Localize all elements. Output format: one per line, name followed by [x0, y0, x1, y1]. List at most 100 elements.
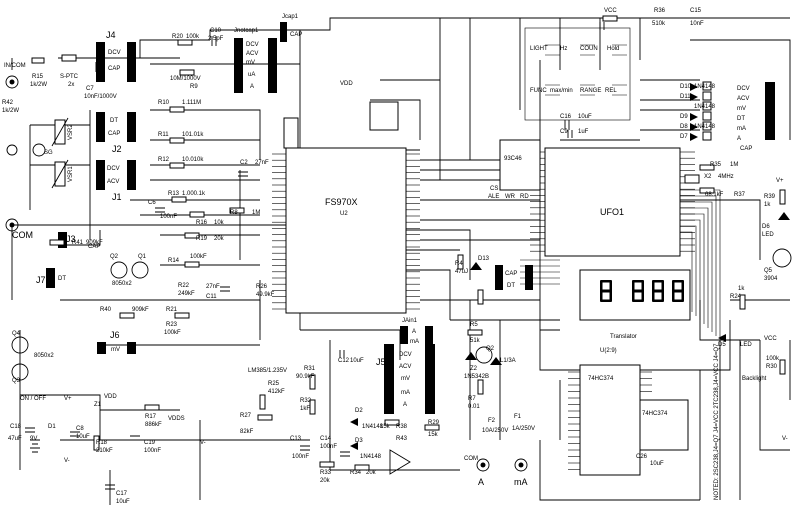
q5-value: 3904	[764, 276, 778, 282]
j6-opt: mV	[111, 347, 120, 353]
key-maxmin: max/min	[550, 88, 573, 94]
x2-value: 4MHz	[718, 174, 734, 180]
on-off-label: ON / OFF	[20, 396, 46, 402]
q2-label: Q2	[110, 254, 119, 260]
r9-value: 10M/1000V	[170, 76, 201, 82]
vplus-label: V+	[64, 396, 72, 402]
c8-label: C8	[76, 426, 84, 432]
r33-label: R33	[320, 470, 332, 476]
c15-value: 10nF	[690, 21, 704, 27]
jnot-opt2: ACV	[246, 51, 258, 57]
switch-j2: DT CAP J2	[96, 112, 136, 154]
r24-value: 1k	[738, 286, 745, 292]
c7-value: 10nF/1000V	[84, 94, 117, 100]
r14-label: R14	[168, 258, 180, 264]
ptc-label: S-PTC	[60, 74, 79, 80]
vsr2-label: VSR2	[68, 124, 74, 140]
c16-value: 10uF	[578, 114, 592, 120]
r25-value: 412kF	[268, 389, 285, 395]
d6-label: D6	[762, 224, 770, 230]
jnot-opt3: mV	[246, 60, 255, 66]
c10-label: C10	[210, 28, 222, 34]
u1-ufo1: UFO1	[544, 147, 681, 257]
c11-value: 27nF	[206, 284, 220, 290]
j5-opt2: ACV	[399, 364, 411, 370]
vminus-label-2: V-	[200, 440, 206, 446]
jcap-label: Jcap1	[282, 14, 299, 20]
a-terminal-label: A	[478, 477, 484, 487]
r40-value: 909kF	[132, 307, 149, 313]
r42-value: 1k/2W	[2, 108, 19, 114]
varistors	[51, 117, 69, 189]
f1-label: F1	[514, 414, 522, 420]
c13-value: 100nF	[292, 454, 309, 460]
opamp	[389, 449, 411, 475]
r35-label: R35	[710, 162, 722, 168]
r22-value: 249kF	[178, 291, 195, 297]
sel-opt3: mV	[737, 106, 746, 112]
r21-label: R21	[166, 307, 178, 313]
c26-value: 10uF	[650, 461, 664, 467]
r15-label: R15	[32, 74, 44, 80]
z2-label: Z2	[470, 366, 478, 372]
r10-label: R10	[158, 100, 170, 106]
key-func: FUNC	[530, 88, 547, 94]
j7-opt: DT	[58, 276, 66, 282]
jnot-opt5: A	[250, 84, 254, 90]
latch-pins	[568, 371, 652, 470]
battery	[30, 439, 40, 453]
wr-label: WR	[505, 194, 516, 200]
q12-value: 8050x2	[112, 281, 132, 287]
vplus-right: V+	[776, 178, 784, 184]
vminus-label: V-	[64, 458, 70, 464]
c19-label: C19	[144, 440, 156, 446]
terminals	[5, 75, 528, 472]
r18-value: 210kF	[96, 448, 113, 454]
keypad: LIGHT Hz COUN Hold FUNC max/min RANGE RE…	[524, 27, 631, 121]
q2b-label: Q2	[486, 346, 495, 352]
j3-opt: CAP	[88, 244, 100, 250]
r24-label: R24	[730, 294, 742, 300]
r7-value: 0.01	[468, 404, 480, 410]
r30-label: R30	[766, 364, 778, 370]
c16-label: C16	[560, 114, 572, 120]
r16-label: R16	[196, 220, 208, 226]
r39-label: R39	[764, 194, 776, 200]
c8-value: 10uF	[76, 434, 90, 440]
u2-name: FS970X	[325, 197, 358, 207]
r38-value: 15k	[380, 424, 391, 430]
f2-value: 10A/250V	[482, 428, 508, 434]
jnot-opt4: uA	[248, 72, 255, 78]
f1-value: 1A/250V	[512, 426, 535, 432]
r17-value: 886kF	[145, 422, 162, 428]
latch-ic2-label: 74HC374	[642, 411, 668, 417]
r22-label: R22	[178, 283, 190, 289]
j7-label: J7	[36, 275, 46, 285]
sel-opt7: CAP	[740, 146, 752, 152]
vsr1-label: VSR1	[68, 166, 74, 182]
ma-terminal-label: mA	[514, 477, 528, 487]
jain-label: JAin1	[402, 318, 418, 324]
d1-label: D1	[48, 424, 56, 430]
r32-value: 1kF	[300, 406, 310, 412]
r26-value: 49.9kF	[256, 292, 275, 298]
j5-opt5: A	[403, 402, 407, 408]
r11-label: R11	[158, 132, 169, 138]
j2-opt2: CAP	[108, 131, 120, 137]
q1-label: Q1	[138, 254, 147, 260]
jnotcap-label: Jnotcap1	[234, 28, 259, 34]
r10-value: 1.111M	[182, 100, 201, 106]
r43-label: R43	[396, 436, 408, 442]
vcc-top-label: VCC	[604, 8, 617, 14]
d11-label: D11	[680, 94, 691, 100]
r13-value: 1.000.1k	[182, 191, 206, 197]
capacitors	[25, 22, 605, 490]
battery-label: 9V	[30, 436, 37, 442]
note-label: NOTED: 2SC238,J4=Q7 J4=VCC 2TC238,J4=VCC…	[714, 343, 720, 500]
c2-value: 27nF	[255, 160, 269, 166]
r5-label: R5	[470, 322, 478, 328]
u-bus-label: U(2:9)	[600, 348, 617, 354]
r30-value: 100k	[766, 356, 780, 362]
switch-j4: J4 DCV CAP	[96, 30, 136, 82]
c18-label: C18	[10, 424, 22, 430]
